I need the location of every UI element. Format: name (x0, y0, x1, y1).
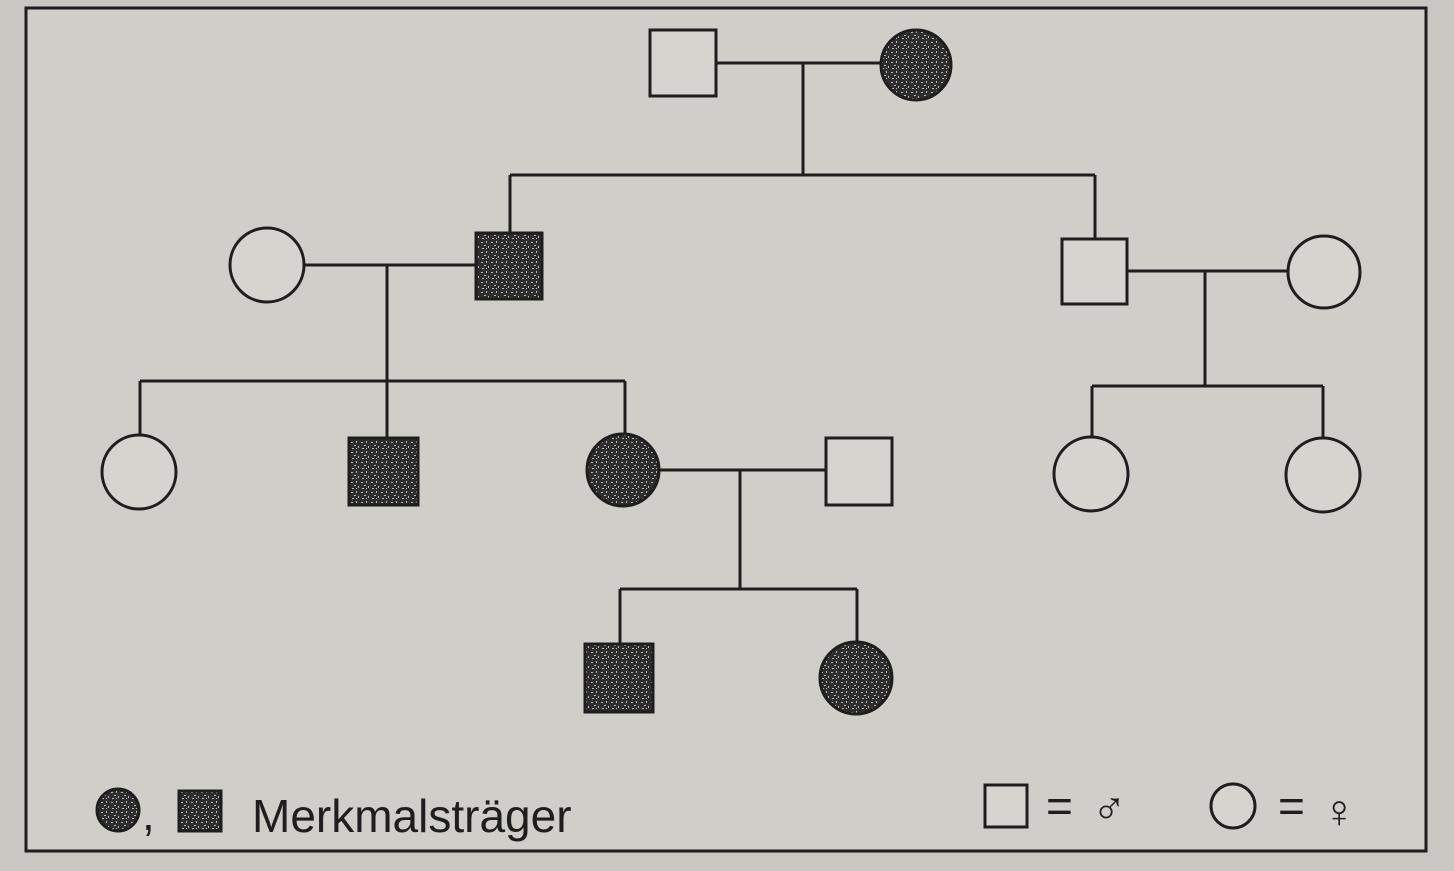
legend-affected-female-symbol (95, 787, 141, 833)
legend-male-sign: ♂ (1092, 782, 1127, 834)
individual-IV-1 (583, 642, 655, 714)
individual-I-2 (879, 28, 953, 102)
individual-III-6 (1284, 436, 1362, 514)
legend-male-equals: = (1046, 780, 1073, 832)
individual-III-5 (1052, 435, 1130, 513)
individual-III-2 (347, 436, 420, 507)
legend-female-circle (1209, 782, 1257, 830)
individual-II-2 (474, 231, 544, 301)
pedigree-individuals (100, 28, 1362, 716)
individual-II-1 (228, 226, 306, 304)
legend-separator: , (142, 788, 155, 840)
legend-male-square (983, 783, 1029, 829)
individual-II-3 (1060, 237, 1129, 306)
diagram-frame (24, 6, 1428, 853)
pedigree-lines (138, 61, 1325, 644)
individual-IV-2 (818, 640, 894, 716)
individual-I-1 (648, 28, 718, 98)
legend-female-equals: = (1278, 780, 1305, 832)
legend-female-sign: ♀ (1322, 785, 1357, 837)
individual-III-4 (824, 436, 894, 507)
legend-affected-male-symbol (177, 789, 223, 833)
legend-affected-label: Merkmalsträger (252, 790, 572, 842)
individual-II-4 (1286, 234, 1362, 310)
individual-III-1 (100, 433, 178, 511)
individual-III-3 (585, 432, 661, 508)
legend: , Merkmalsträger = ♂ = ♀ (95, 780, 1357, 842)
